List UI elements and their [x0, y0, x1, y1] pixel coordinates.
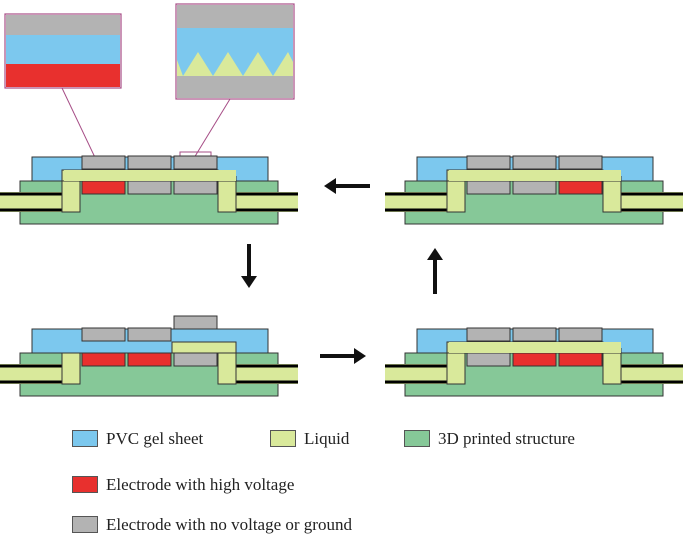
top-electrode	[558, 327, 603, 342]
liquid-channel	[385, 192, 449, 212]
top-electrode	[127, 155, 172, 170]
high-voltage-label: Electrode with high voltage	[106, 475, 295, 494]
top-electrode	[173, 155, 218, 170]
magnified-insets	[4, 3, 295, 187]
liquid-swatch	[270, 430, 296, 447]
bottom-electrode	[512, 352, 557, 367]
bottom-electrode	[512, 180, 557, 195]
bottom-electrode	[127, 180, 172, 195]
bottom-electrode	[127, 352, 172, 367]
bottom-electrode	[466, 180, 511, 195]
arrow-left	[324, 178, 370, 194]
transition-arrows	[241, 178, 443, 364]
arrow-left-head	[324, 178, 336, 194]
panel-top-left	[0, 155, 298, 225]
top-electrode	[127, 327, 172, 342]
top-electrode	[81, 155, 126, 170]
liquid-pocket	[171, 341, 237, 354]
bottom-electrode	[558, 352, 603, 367]
pvc-swatch	[72, 430, 98, 447]
arrow-right	[320, 348, 366, 364]
liquid-label: Liquid	[304, 429, 350, 448]
panel-top-right	[385, 155, 683, 225]
no-voltage-swatch	[72, 516, 98, 533]
panel-bottom-right	[385, 327, 683, 397]
liquid-channel	[220, 192, 298, 212]
panel-bottom-left	[0, 315, 298, 397]
top-electrode	[466, 327, 511, 342]
bottom-electrode	[466, 352, 511, 367]
liquid-pocket-fill	[449, 170, 621, 181]
top-electrode	[466, 155, 511, 170]
bottom-electrode	[81, 352, 126, 367]
actuator-panels	[0, 155, 683, 397]
inset-right-leader	[193, 98, 231, 159]
liquid-pocket-fill	[449, 342, 621, 353]
top-electrode	[512, 155, 557, 170]
no-voltage-label: Electrode with no voltage or ground	[106, 515, 352, 534]
structure-swatch	[404, 430, 430, 447]
inset-right-gray	[177, 5, 293, 28]
bottom-electrode	[558, 180, 603, 195]
liquid-channel	[0, 192, 64, 212]
liquid-channel	[605, 192, 683, 212]
inset-left-red	[6, 64, 120, 87]
liquid-channel	[385, 364, 449, 384]
top-electrode	[81, 327, 126, 342]
inset-left-gray	[6, 15, 120, 35]
bottom-electrode	[81, 180, 126, 195]
inset-right-gray-bottom	[177, 76, 293, 98]
arrow-down-head	[241, 276, 257, 288]
liquid-channel	[0, 364, 64, 384]
pvc-label: PVC gel sheet	[106, 429, 204, 448]
arrow-up-head	[427, 248, 443, 260]
inset-left-leader	[61, 87, 101, 169]
inset-left-pvc	[6, 35, 120, 64]
bottom-electrode	[173, 180, 218, 195]
top-electrode	[512, 327, 557, 342]
arrow-right-head	[354, 348, 366, 364]
structure-label: 3D printed structure	[438, 429, 575, 448]
top-electrode	[173, 315, 218, 330]
high-voltage-swatch	[72, 476, 98, 493]
liquid-pocket-fill	[64, 170, 236, 181]
liquid-channel	[605, 364, 683, 384]
bottom-electrode	[173, 352, 218, 367]
arrow-up	[427, 248, 443, 294]
inset-right-liquid	[177, 52, 293, 76]
arrow-down	[241, 244, 257, 288]
liquid-channel	[220, 364, 298, 384]
top-electrode	[558, 155, 603, 170]
